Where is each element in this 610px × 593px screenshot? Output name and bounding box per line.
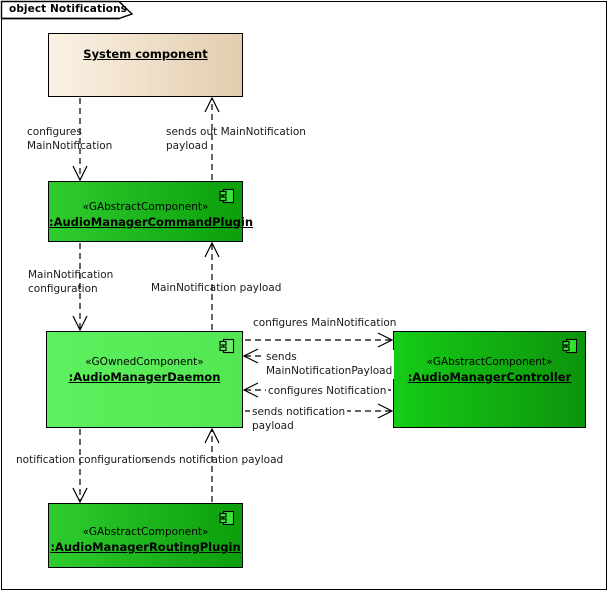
node-stereotype: «GAbstractComponent» (82, 526, 209, 538)
node-audio-manager-routing-plugin[interactable]: «GAbstractComponent» :AudioManagerRoutin… (48, 503, 246, 571)
label-sends-notification-payload: sends notification payload (250, 405, 348, 434)
label-main-notification-payload: MainNotification payload (151, 282, 282, 294)
node-audio-manager-controller[interactable]: «GAbstractComponent» :AudioManagerContro… (393, 331, 589, 431)
node-stereotype: «GOwnedComponent» (85, 356, 204, 368)
label-main-notification-configuration: MainNotification configuration (28, 269, 114, 296)
label-sends-out-main-notification-payload: sends out MainNotification payload (166, 126, 306, 153)
component-icon (219, 188, 235, 204)
node-audio-manager-command-plugin[interactable]: «GAbstractComponent» :AudioManagerComman… (48, 181, 254, 245)
node-title: :AudioManagerController (407, 370, 572, 384)
label-sends-main-notification-payload: sends MainNotificationPayload (264, 350, 395, 379)
label-sends-notification-payload-bottom: sends notification payload (145, 454, 284, 466)
node-system-component[interactable]: System component (48, 33, 246, 100)
component-icon (219, 510, 235, 526)
node-title: :AudioManagerDaemon (68, 370, 221, 384)
node-title: System component (83, 47, 208, 61)
diagram-tab-shape (0, 0, 134, 20)
node-title: :AudioManagerRoutingPlugin (50, 540, 241, 554)
label-configures-main-notification-right: configures MainNotification (253, 317, 397, 329)
node-stereotype: «GAbstractComponent» (426, 356, 553, 368)
node-audio-manager-daemon[interactable]: «GOwnedComponent» :AudioManagerDaemon (46, 331, 246, 431)
node-stereotype: «GAbstractComponent» (82, 201, 209, 213)
diagram-tab-label: object Notifications (9, 3, 128, 15)
node-title: :AudioManagerCommandPlugin (49, 215, 254, 229)
label-configures-main-notification: configures MainNotification (27, 126, 113, 153)
label-notification-configuration: notification configuration (16, 454, 149, 466)
component-icon (219, 338, 235, 354)
component-icon (562, 338, 578, 354)
label-configures-notification: configures Notification (266, 384, 389, 399)
